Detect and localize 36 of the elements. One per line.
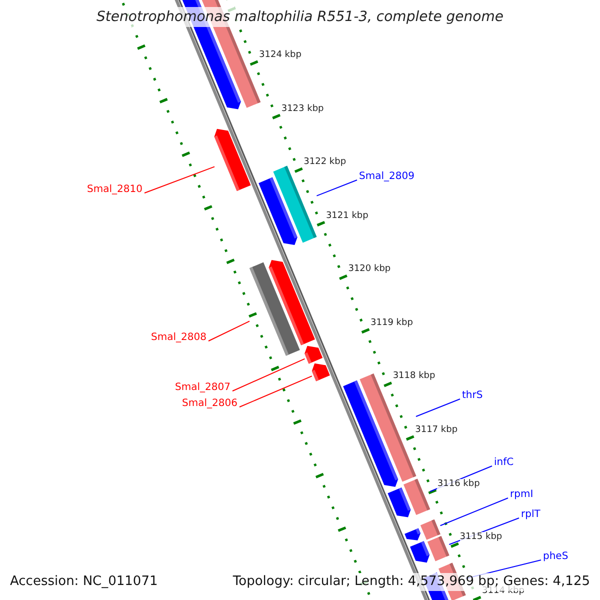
leader-line	[316, 180, 358, 196]
gene-bar	[427, 536, 450, 562]
position-label: 3121 kbp	[326, 210, 368, 222]
gene-label: Smal_2810	[87, 184, 142, 196]
leader-line	[239, 376, 312, 408]
gene-label: Smal_2807	[175, 382, 230, 394]
gene-bar	[250, 262, 300, 356]
gene-bar	[214, 128, 251, 191]
position-label: 3123 kbp	[281, 104, 324, 115]
leader-line	[208, 320, 250, 342]
accession-text: Accession: NC_011071	[8, 573, 160, 591]
position-label: 3122 kbp	[304, 157, 346, 168]
gene-label: Smal_2809	[359, 171, 414, 183]
gene-label: infC	[494, 457, 514, 469]
gene-bar	[273, 166, 317, 243]
gene-bar	[304, 346, 323, 364]
gene-label: Smal_2806	[182, 398, 238, 410]
leader-line	[440, 498, 508, 526]
gene-label: Smal_2808	[151, 332, 206, 344]
position-label: 3116 kbp	[437, 478, 480, 490]
position-label: 3115 kbp	[460, 532, 502, 544]
gene-bar	[312, 363, 330, 382]
leader-line	[144, 166, 215, 194]
position-label: 3118 kbp	[392, 371, 436, 382]
position-label: 3117 kbp	[415, 424, 458, 436]
position-label: 3120 kbp	[348, 264, 391, 276]
position-label: 3124 kbp	[259, 50, 302, 61]
position-label: 3119 kbp	[370, 318, 413, 329]
gene-label: rplT	[521, 509, 540, 521]
gene-label: pheS	[543, 551, 568, 563]
gene-label: thrS	[462, 390, 483, 402]
gene-label: rpmI	[510, 489, 534, 501]
gene-bar	[420, 519, 440, 540]
leader-line	[416, 398, 460, 417]
gene-bar	[404, 478, 430, 515]
leader-line	[232, 358, 306, 392]
